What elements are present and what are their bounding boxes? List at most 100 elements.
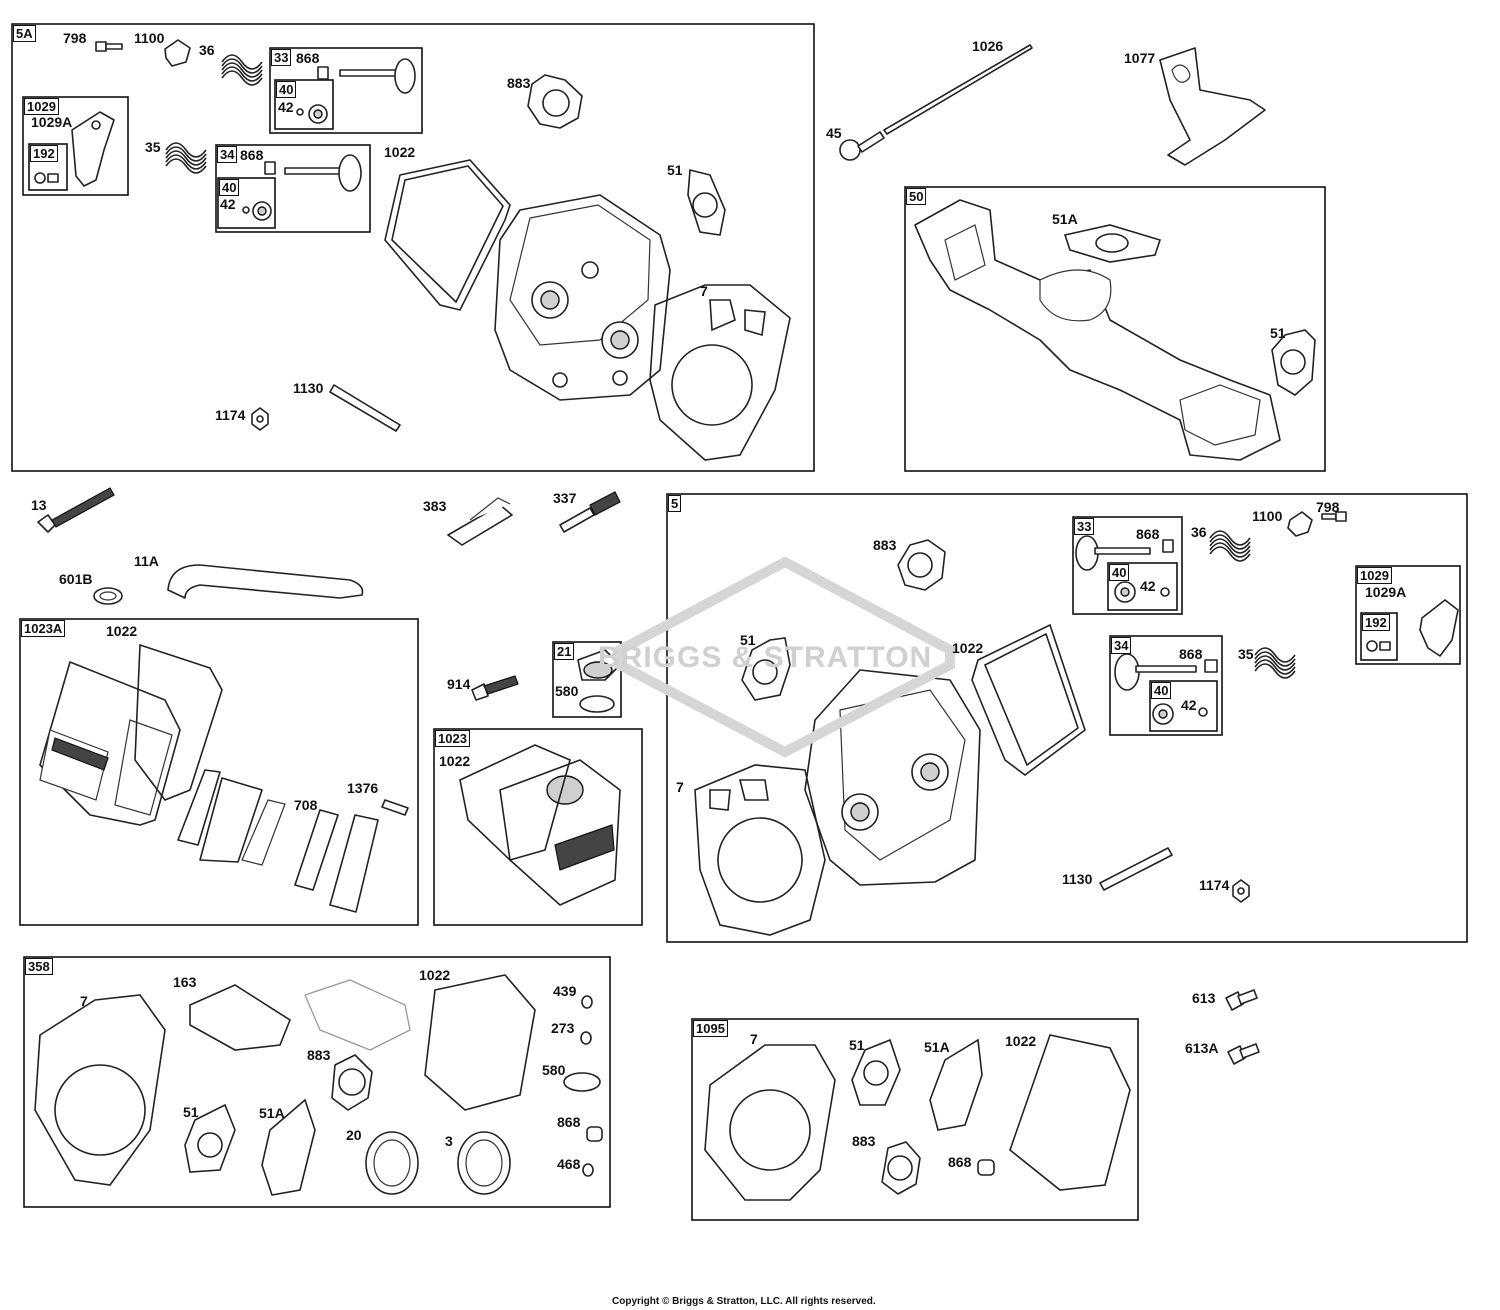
spark-plug-337 [559,491,621,533]
gasket-51-right [741,637,791,701]
group-box-1029-left [22,96,129,196]
bolt-914 [471,675,519,701]
gasket-883-right [897,539,946,591]
group-tag-5A: 5A [13,25,36,42]
copyright-notice: Copyright © Briggs & Stratton, LLC. All … [612,1296,876,1307]
group-tag-34-right: 34 [1111,637,1132,654]
gasket-708 [293,809,340,891]
label-883: 883 [852,1133,876,1149]
label-868: 868 [1179,646,1203,662]
label-7: 7 [676,779,684,795]
head-gasket-7-left [649,284,791,461]
label-1077: 1077 [1124,50,1156,66]
group-tag-1029-left: 1029 [24,98,59,115]
group-tag-33-right: 33 [1074,518,1095,535]
label-45: 45 [826,125,842,141]
group-tag-40-left-b: 40 [219,179,240,196]
label-3: 3 [445,1133,453,1149]
bracket-1077 [1159,47,1266,166]
pushrod-1026 [883,44,1033,135]
label-1029A: 1029A [1365,584,1407,600]
group-box-34-left [215,144,371,233]
group-tag-1029-right: 1029 [1357,567,1392,584]
gasket-1022-left [384,159,511,311]
sensor-383 [447,497,513,546]
gasket-51-358 [184,1103,236,1173]
gasket-51-1095 [851,1038,901,1106]
group-box-192-right [1360,612,1398,661]
group-box-1095 [691,1018,1139,1221]
label-51A: 51A [1052,211,1078,227]
gasket-883-358 [331,1054,373,1111]
gasket-51-upper [1271,329,1316,396]
spring-36-right [1209,530,1251,562]
label-51: 51 [849,1037,865,1053]
label-337: 337 [553,490,577,506]
group-box-5A [11,23,815,472]
group-tag-1095: 1095 [693,1020,728,1037]
label-883: 883 [507,75,531,91]
group-box-40-left-a [274,79,334,130]
group-box-1029-right [1355,565,1461,665]
group-box-1023A [19,618,419,926]
clip-1100-right [1287,511,1313,537]
label-11A: 11A [134,553,159,569]
label-36: 36 [1191,524,1207,540]
label-383: 383 [423,498,447,514]
nut-1174-left [251,407,269,431]
label-1022: 1022 [952,640,984,656]
valve-34-right [1114,653,1218,725]
label-868: 868 [240,147,264,163]
group-tag-1023A: 1023A [21,620,66,637]
valve-34-left [242,154,362,221]
label-1130: 1130 [293,380,324,396]
clamp-601B [93,587,123,605]
watermark-text: BRIGGS & STRATTON [598,641,933,674]
label-868: 868 [557,1114,581,1130]
gasket-883-left [527,74,583,129]
label-42: 42 [220,196,236,212]
label-1174: 1174 [215,407,246,423]
label-914: 914 [447,676,471,692]
label-468: 468 [557,1156,581,1172]
label-7: 7 [80,993,88,1009]
gasket-51A-1095 [929,1038,983,1131]
seal-3 [457,1131,511,1195]
label-42: 42 [1140,578,1156,594]
group-box-21 [552,641,622,718]
bolt-798-right [1321,511,1347,522]
group-tag-1023: 1023 [435,730,470,747]
label-1022: 1022 [1005,1033,1037,1049]
rocker-arm-1029A-left [34,111,115,187]
label-51: 51 [740,632,756,648]
rocker-arm-1029A-right [1366,599,1459,657]
group-box-40-right-b [1149,680,1218,732]
watermark-logo [615,556,955,758]
seal-868-1095 [977,1159,995,1176]
intake-manifold [914,199,1281,461]
group-tag-192-left: 192 [30,145,58,162]
group-tag-21: 21 [554,643,575,660]
group-tag-40-right-b: 40 [1151,682,1172,699]
label-7: 7 [750,1031,758,1047]
bolt-613A [1227,1043,1260,1065]
valve-33-right [1075,535,1174,603]
gasket-883-1095 [881,1141,921,1195]
label-580: 580 [555,683,579,699]
label-42: 42 [278,99,294,115]
group-box-358 [23,956,611,1208]
gasket-1022-right [971,623,1086,776]
group-tag-50: 50 [906,188,927,205]
group-tag-33-left: 33 [271,49,292,66]
stud-1130-left [329,384,401,432]
bolt-798-left [95,41,123,52]
group-box-1023 [433,728,643,926]
seal-20 [365,1131,419,1195]
o-rings-358 [563,995,603,1177]
label-13: 13 [31,497,47,513]
label-613A: 613A [1185,1040,1219,1056]
group-tag-40-left-a: 40 [276,81,297,98]
label-868: 868 [1136,526,1160,542]
baffle-1023A [177,769,286,866]
